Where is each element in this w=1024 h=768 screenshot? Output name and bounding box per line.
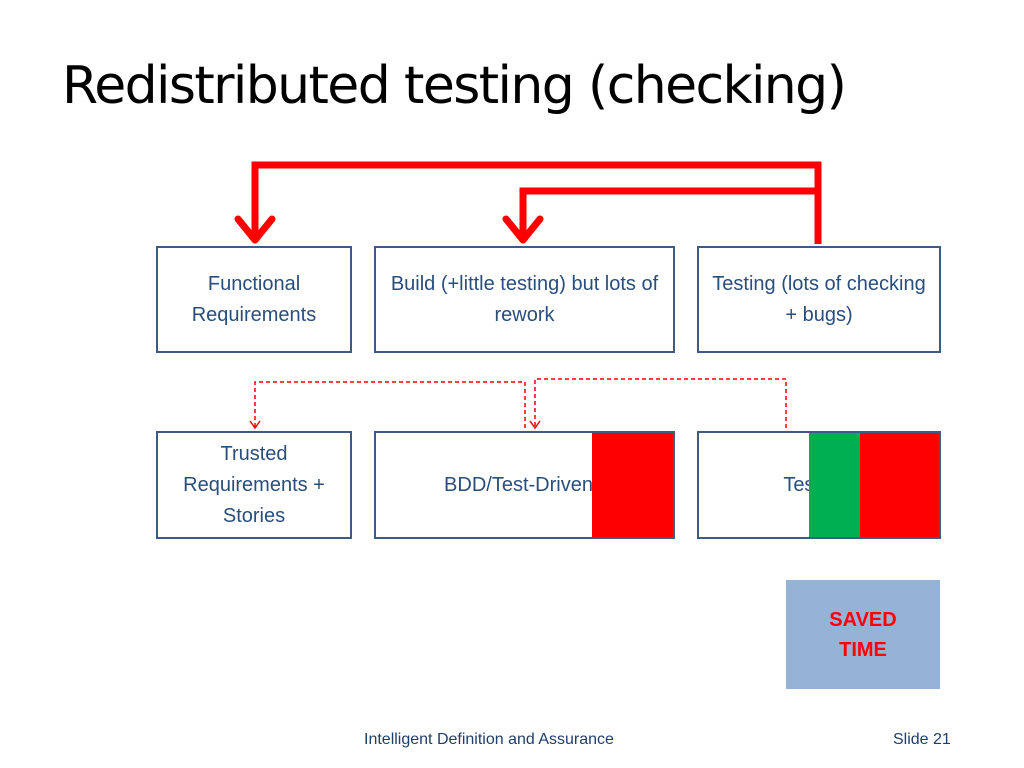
bug-fixing-segment xyxy=(860,433,939,537)
build-box: Build (+little testing) but lots of rewo… xyxy=(374,246,675,353)
bdd-box: BDD/Test-Driven xyxy=(374,431,675,539)
slide-title: Redistributed testing (checking) xyxy=(62,56,847,116)
dashed-arrow-to-trusted-requirements xyxy=(249,381,526,430)
bdd-rework-segment xyxy=(592,433,673,537)
testing-box: Testing (lots of checking + bugs) xyxy=(697,246,941,353)
bdd-label: BDD/Test-Driven xyxy=(444,473,593,496)
functional-requirements-box: Functional Requirements xyxy=(156,246,352,353)
functional-requirements-label: Functional Requirements xyxy=(191,272,317,326)
testing-label: Testing (lots of checking + bugs) xyxy=(712,272,926,326)
footer-presentation-title: Intelligent Definition and Assurance xyxy=(364,731,614,748)
trusted-requirements-label: Trusted Requirements + Stories xyxy=(183,442,325,527)
saved-time-label: SAVED TIME xyxy=(829,608,897,661)
bdd-testing-box: Testing xyxy=(697,431,941,539)
trusted-requirements-box: Trusted Requirements + Stories xyxy=(156,431,352,539)
testing-segment xyxy=(809,433,860,537)
rework-arrow-to-requirements xyxy=(234,161,822,244)
build-label: Build (+little testing) but lots of rewo… xyxy=(390,272,659,326)
saved-time-box: SAVED TIME xyxy=(786,580,940,689)
slide-number: Slide 21 xyxy=(893,731,951,748)
rework-arrow-to-build xyxy=(502,187,818,244)
dashed-arrow-to-bdd xyxy=(529,378,787,430)
